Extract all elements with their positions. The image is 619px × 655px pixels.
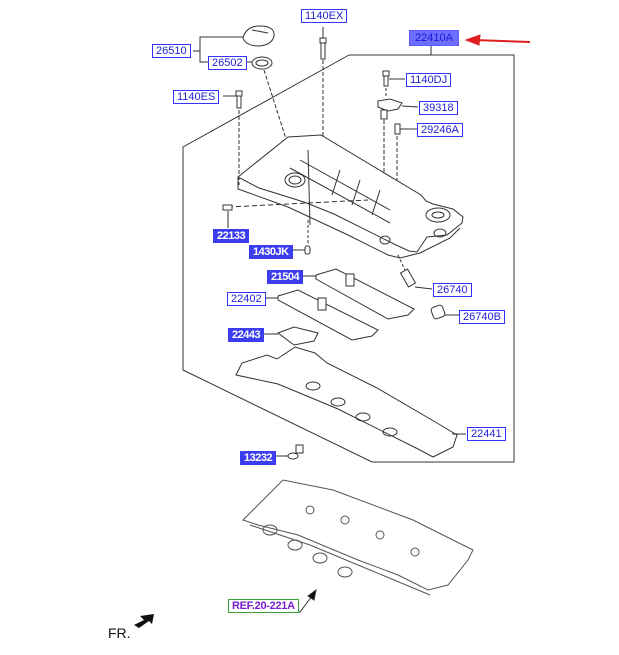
part-label-22402[interactable]: 22402 [227,292,266,306]
part-label-26740[interactable]: 26740 [433,283,472,297]
reference-label[interactable]: REF.20-221A [228,599,299,613]
part-label-13232[interactable]: 13232 [240,451,277,465]
bolt-1140DJ-icon [382,70,405,96]
ref-arrow-head [307,588,317,601]
part-label-26740B[interactable]: 26740B [459,310,505,324]
front-arrow-icon [134,614,154,628]
selection-arrow-head [464,34,481,46]
plug-29246A-icon [394,123,417,190]
part-label-26502[interactable]: 26502 [208,56,247,70]
part-label-21504[interactable]: 21504 [267,270,304,284]
part-label-26510[interactable]: 26510 [152,44,191,58]
plug-13232-icon [272,444,304,460]
front-indicator-label: FR. [108,625,131,641]
bolt-1140EX-icon [319,27,327,160]
baffle-21504-icon [300,268,415,320]
seal-icon [251,56,273,70]
oil-filler-cap-icon [242,25,275,47]
gasket-22443-icon [262,326,319,346]
part-label-22133[interactable]: 22133 [213,229,250,243]
part-label-22410A-selected[interactable]: 22410A [409,30,459,46]
part-label-1140DJ[interactable]: 1140DJ [406,73,452,87]
part-label-39318[interactable]: 39318 [419,101,458,115]
part-label-29246A[interactable]: 29246A [417,123,463,137]
assembly-frame [182,54,515,463]
part-label-1140ES[interactable]: 1140ES [173,90,220,104]
bolt-1140ES-icon [223,90,243,185]
selection-arrow [473,39,531,43]
leader-26510 [193,36,243,52]
pcv-valve-icon [397,254,433,290]
part-label-1140EX[interactable]: 1140EX [301,9,348,23]
sensor-39318-icon [377,98,419,185]
leader-26502 [199,51,208,63]
part-label-22443[interactable]: 22443 [228,328,265,342]
cylinder-head-icon [242,479,474,596]
baffle-22402-icon [266,289,379,341]
rocker-cover-icon [227,134,464,259]
part-label-22441[interactable]: 22441 [467,427,506,441]
pcv-grommet-icon [430,304,460,320]
part-label-1430JK[interactable]: 1430JK [249,245,293,259]
dowel-1430JK-icon [290,220,311,255]
pin-22133-icon [222,204,233,228]
gasket-22441-icon [235,346,466,458]
